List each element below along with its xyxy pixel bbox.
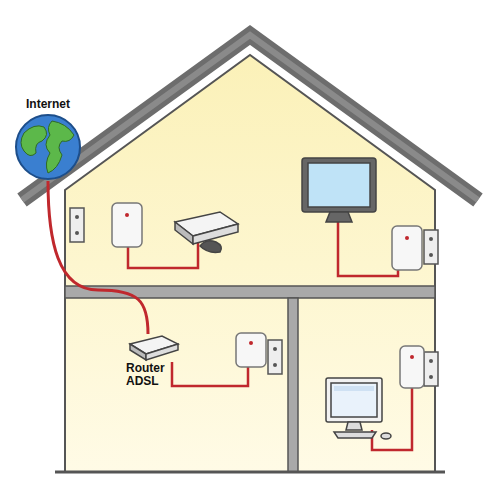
network-label: Internet [12,98,84,111]
router-node: Router ADSL [126,334,184,388]
device-label: Router ADSL [126,362,172,388]
router-icon [126,334,184,362]
globe-icon [12,113,84,181]
network-cable [48,181,148,334]
globe-node: Internet [12,98,84,181]
